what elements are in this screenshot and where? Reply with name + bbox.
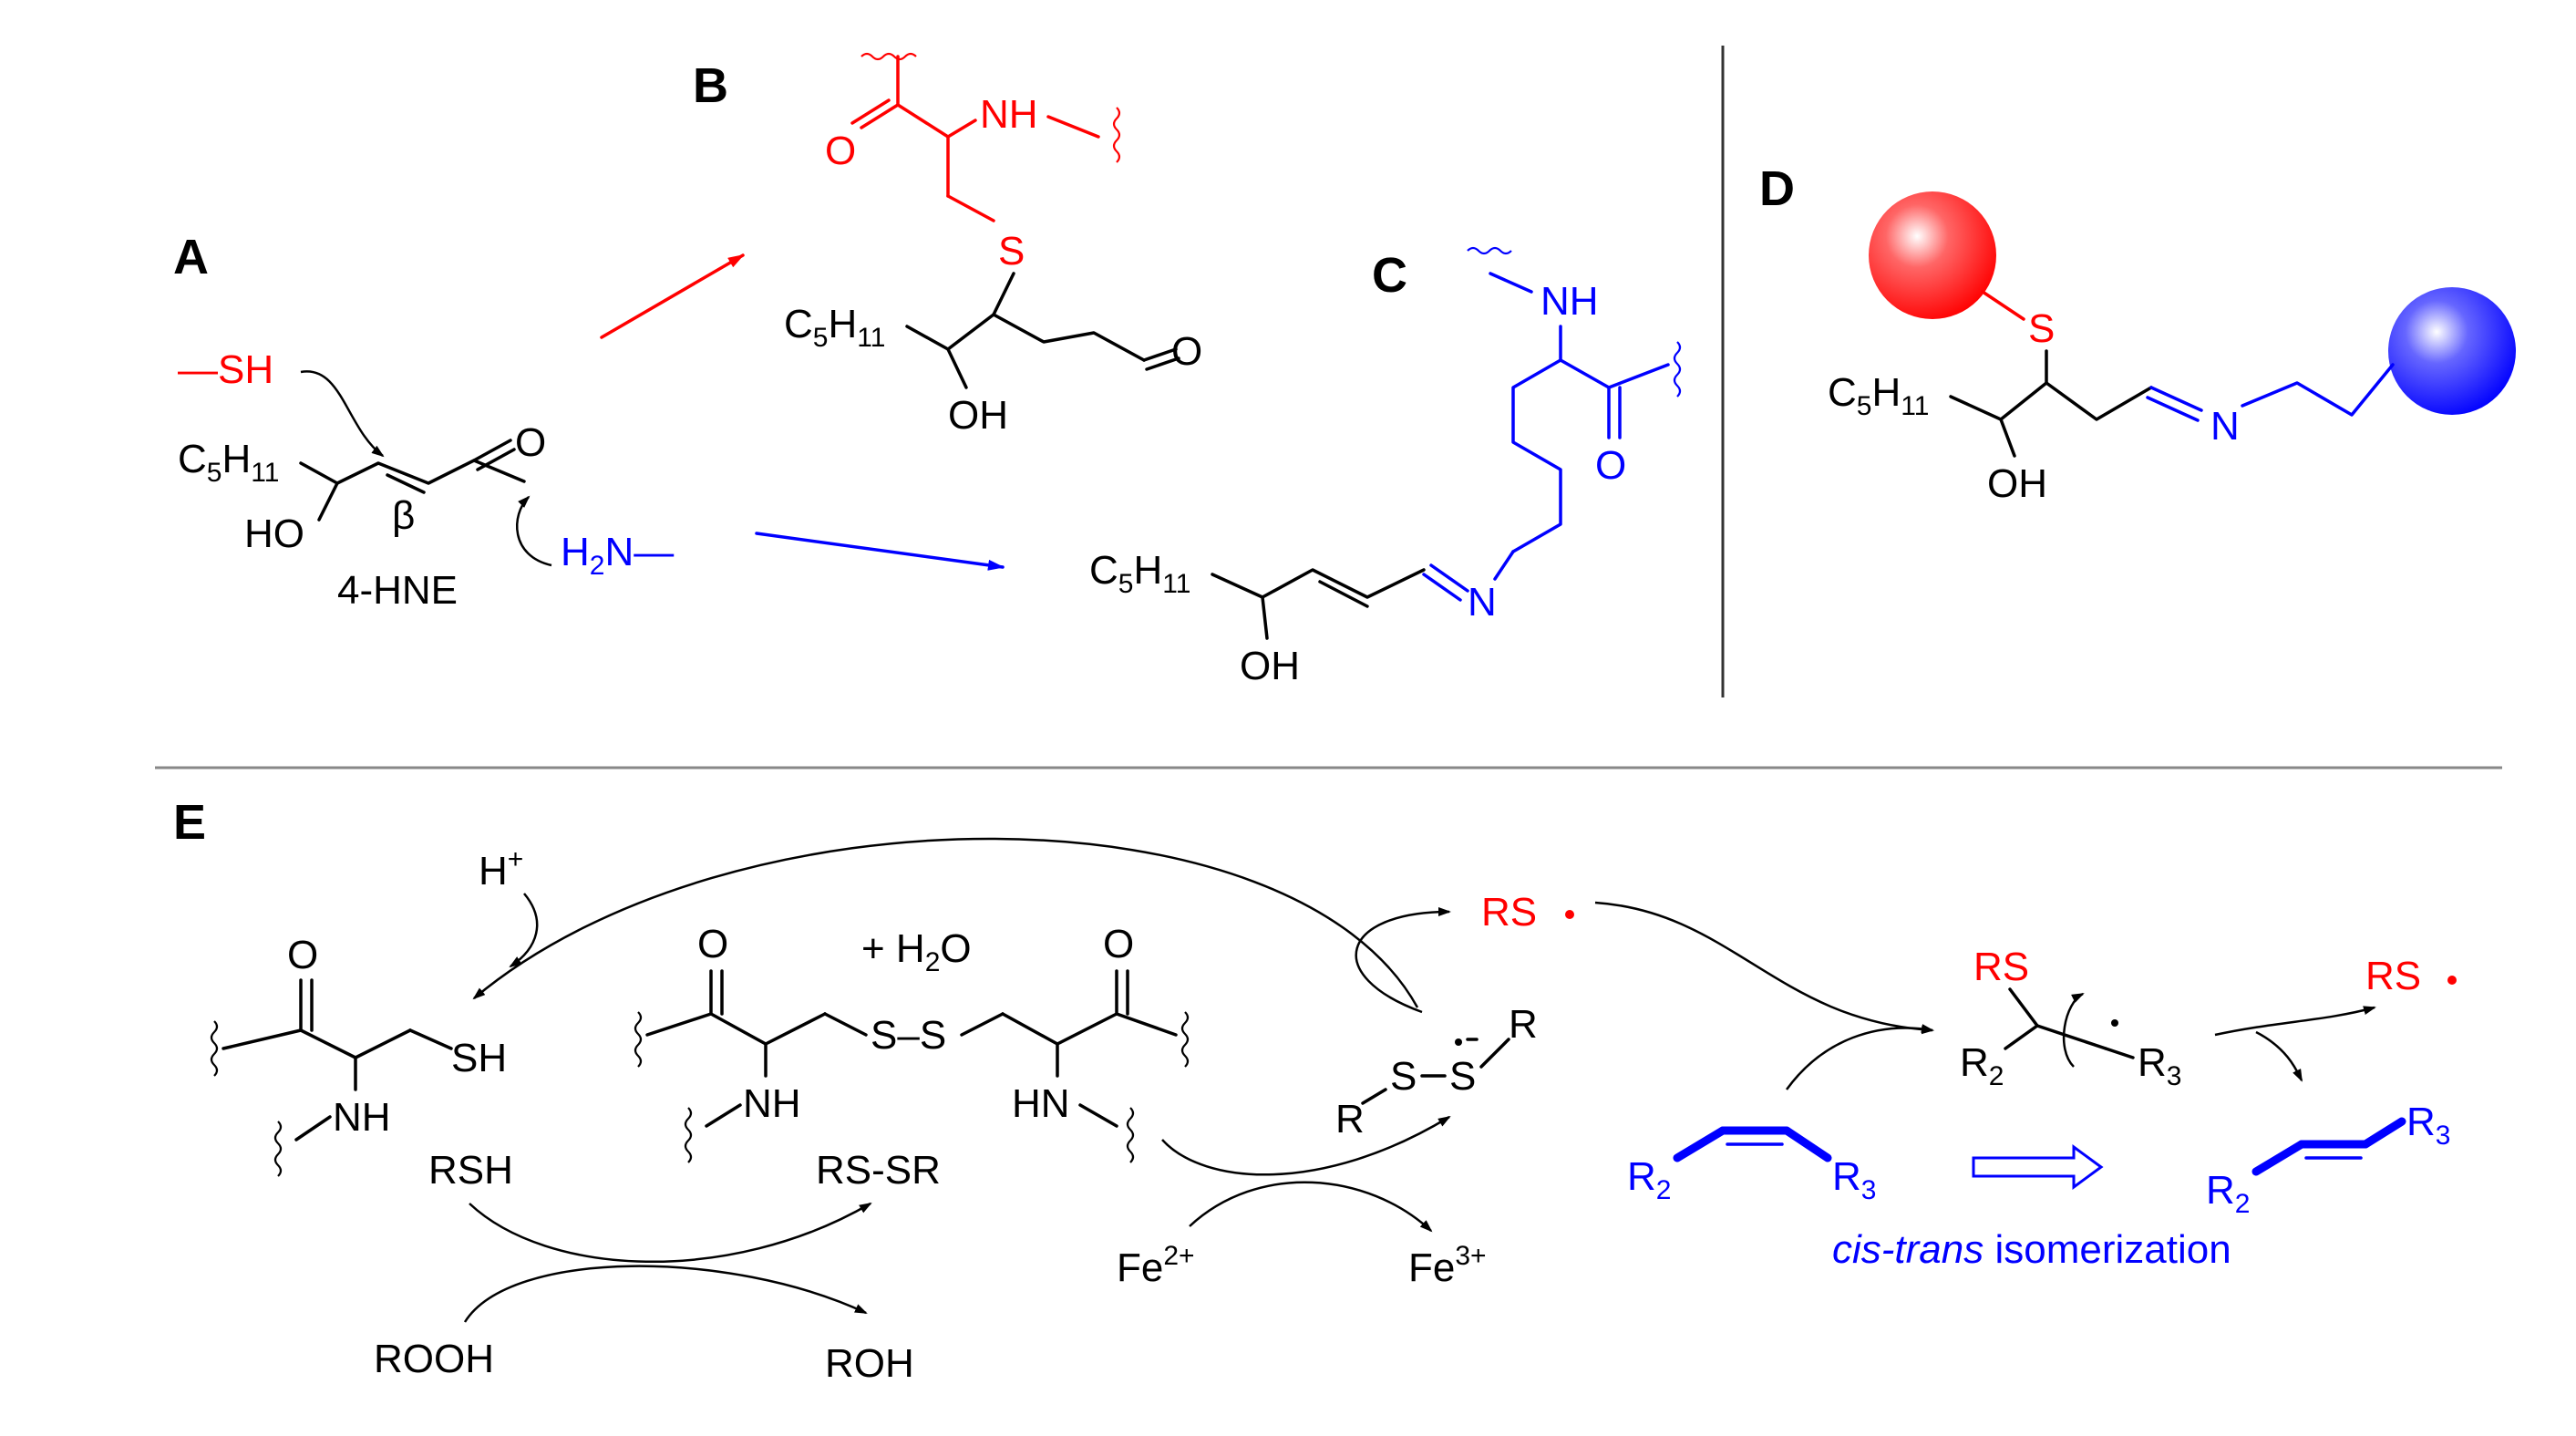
protein-sphere-blue xyxy=(2388,287,2516,415)
panel-d-crosslink: S C5H11 N OH xyxy=(1828,191,2516,506)
michael-addition-arrow xyxy=(600,253,745,339)
panel-b-michael-adduct: O NH S C5H11 O OH xyxy=(784,52,1202,438)
e-int-r3: R3 xyxy=(2138,1040,2181,1091)
hne-c5h11: C5H11 xyxy=(178,437,279,488)
e-cys-sh: SH xyxy=(451,1036,507,1080)
panel-a-4hne: —SH C5H11 O HO β 4-HNE H2N— xyxy=(178,253,1005,613)
b-wavy-right xyxy=(1112,107,1121,163)
e-regeneration-arc xyxy=(472,837,1419,1008)
hne-carbonyl-o: O xyxy=(515,420,546,465)
e-h-plus-arrow xyxy=(509,893,539,968)
c-nh: NH xyxy=(1540,279,1599,324)
e-ss-o2: O xyxy=(1103,922,1134,966)
e-rssr: RS-SR xyxy=(816,1148,941,1193)
e-ss-nh: NH xyxy=(743,1081,801,1126)
b-nh: NH xyxy=(980,92,1038,137)
e-alkene-addition-arrow xyxy=(1785,1024,1934,1090)
d-backbone xyxy=(1949,381,2153,421)
e-ss-o1: O xyxy=(697,922,728,966)
e-cys-wavy xyxy=(210,1020,219,1077)
schiff-base-arrow xyxy=(755,532,1005,571)
b-oh: OH xyxy=(948,393,1008,438)
e-rotation-arrow xyxy=(2062,992,2085,1068)
b-backbone xyxy=(905,313,1146,362)
c-backbone xyxy=(1211,568,1426,599)
e-roh: ROH xyxy=(825,1341,914,1386)
thiol-label: —SH xyxy=(178,347,273,392)
b-c5h11: C5H11 xyxy=(784,302,885,353)
panel-e-redox-cycle: H+ O SH NH + H2O O S–S O xyxy=(210,837,2457,1386)
amine-attack-arrow xyxy=(516,495,552,567)
e-fe2: Fe2+ xyxy=(1117,1241,1195,1290)
panel-label-b: B xyxy=(693,58,728,113)
e-water: + H2O xyxy=(861,926,972,977)
e-radical-s2: S xyxy=(1449,1054,1476,1099)
c-carbonyl-o: O xyxy=(1595,443,1626,488)
protein-sphere-red xyxy=(1869,191,1996,319)
e-rs-elimination-arrow xyxy=(2214,1006,2376,1037)
e-isomerization-arrow xyxy=(1972,1144,2104,1190)
e-rs-out: RS xyxy=(2365,954,2421,998)
b-aldehyde-o: O xyxy=(1171,329,1202,374)
e-rsh-oxidation-arrow xyxy=(469,1202,872,1264)
e-radical-r1: R xyxy=(1335,1097,1365,1142)
hne-backbone xyxy=(299,459,526,485)
amine-label: H2N— xyxy=(561,530,674,581)
e-rs-release-arrow xyxy=(1355,907,1451,1014)
panel-label-c: C xyxy=(1372,248,1407,303)
c-lysine-chain xyxy=(1511,358,1562,553)
e-cis-r3: R3 xyxy=(1832,1154,1876,1205)
e-cys-wavy-bottom xyxy=(273,1121,283,1177)
e-ss-to-radical-arrow xyxy=(1161,1115,1451,1176)
e-rooh: ROOH xyxy=(374,1337,494,1381)
e-ss-wavy-left xyxy=(634,1011,643,1068)
hne-beta: β xyxy=(392,493,415,538)
c-wavy-top xyxy=(1467,246,1512,255)
e-radical-s1: S xyxy=(1390,1054,1417,1099)
panel-label-d: D xyxy=(1759,161,1795,216)
e-rs-addition-arrow xyxy=(1594,901,1934,1035)
panel-c-schiff-base: NH O N C5H11 OH xyxy=(1089,246,1682,688)
e-cys-o: O xyxy=(287,933,318,977)
b-wavy-top xyxy=(860,52,917,61)
thiol-attack-arrow xyxy=(300,370,385,458)
e-cys-nh: NH xyxy=(333,1095,391,1140)
e-trans-r3: R3 xyxy=(2406,1100,2450,1151)
e-isomerization-caption: cis-trans isomerization xyxy=(1832,1227,2231,1272)
e-fe-oxidation-arrow xyxy=(1189,1181,1433,1233)
hne-ho: HO xyxy=(244,511,304,556)
d-c5h11: C5H11 xyxy=(1828,370,1929,421)
d-oh: OH xyxy=(1987,461,2047,506)
panel-label-e: E xyxy=(173,795,206,850)
e-cis-r2: R2 xyxy=(1627,1154,1671,1205)
e-ss-wavy-right xyxy=(1180,1011,1190,1068)
c-wavy-right xyxy=(1673,341,1682,398)
e-radical-r2: R xyxy=(1509,1002,1538,1047)
c-c5h11: C5H11 xyxy=(1089,548,1190,599)
e-ss-hn: HN xyxy=(1012,1081,1070,1126)
c-oh: OH xyxy=(1240,644,1300,688)
e-ss-bridge: S–S xyxy=(871,1013,946,1058)
e-fe3: Fe3+ xyxy=(1408,1241,1487,1290)
d-linker xyxy=(2241,363,2395,417)
b-carbonyl-o: O xyxy=(825,129,856,173)
d-imine-n: N xyxy=(2210,404,2240,449)
e-rs-radical: RS xyxy=(1481,890,1537,935)
e-int-r2: R2 xyxy=(1960,1040,2004,1091)
e-trans-r2: R2 xyxy=(2206,1168,2250,1219)
e-rsh: RSH xyxy=(428,1148,513,1193)
panel-label-a: A xyxy=(173,230,209,284)
b-sulfur: S xyxy=(998,229,1025,274)
e-h-plus: H+ xyxy=(479,844,523,894)
hne-name: 4-HNE xyxy=(337,568,458,613)
c-imine-n: N xyxy=(1468,580,1497,625)
e-int-rs: RS xyxy=(1973,945,2029,989)
e-rooh-reduction-arrow xyxy=(463,1265,868,1323)
d-sulfur: S xyxy=(2028,306,2055,351)
e-trans-formation-arrow xyxy=(2255,1030,2303,1082)
